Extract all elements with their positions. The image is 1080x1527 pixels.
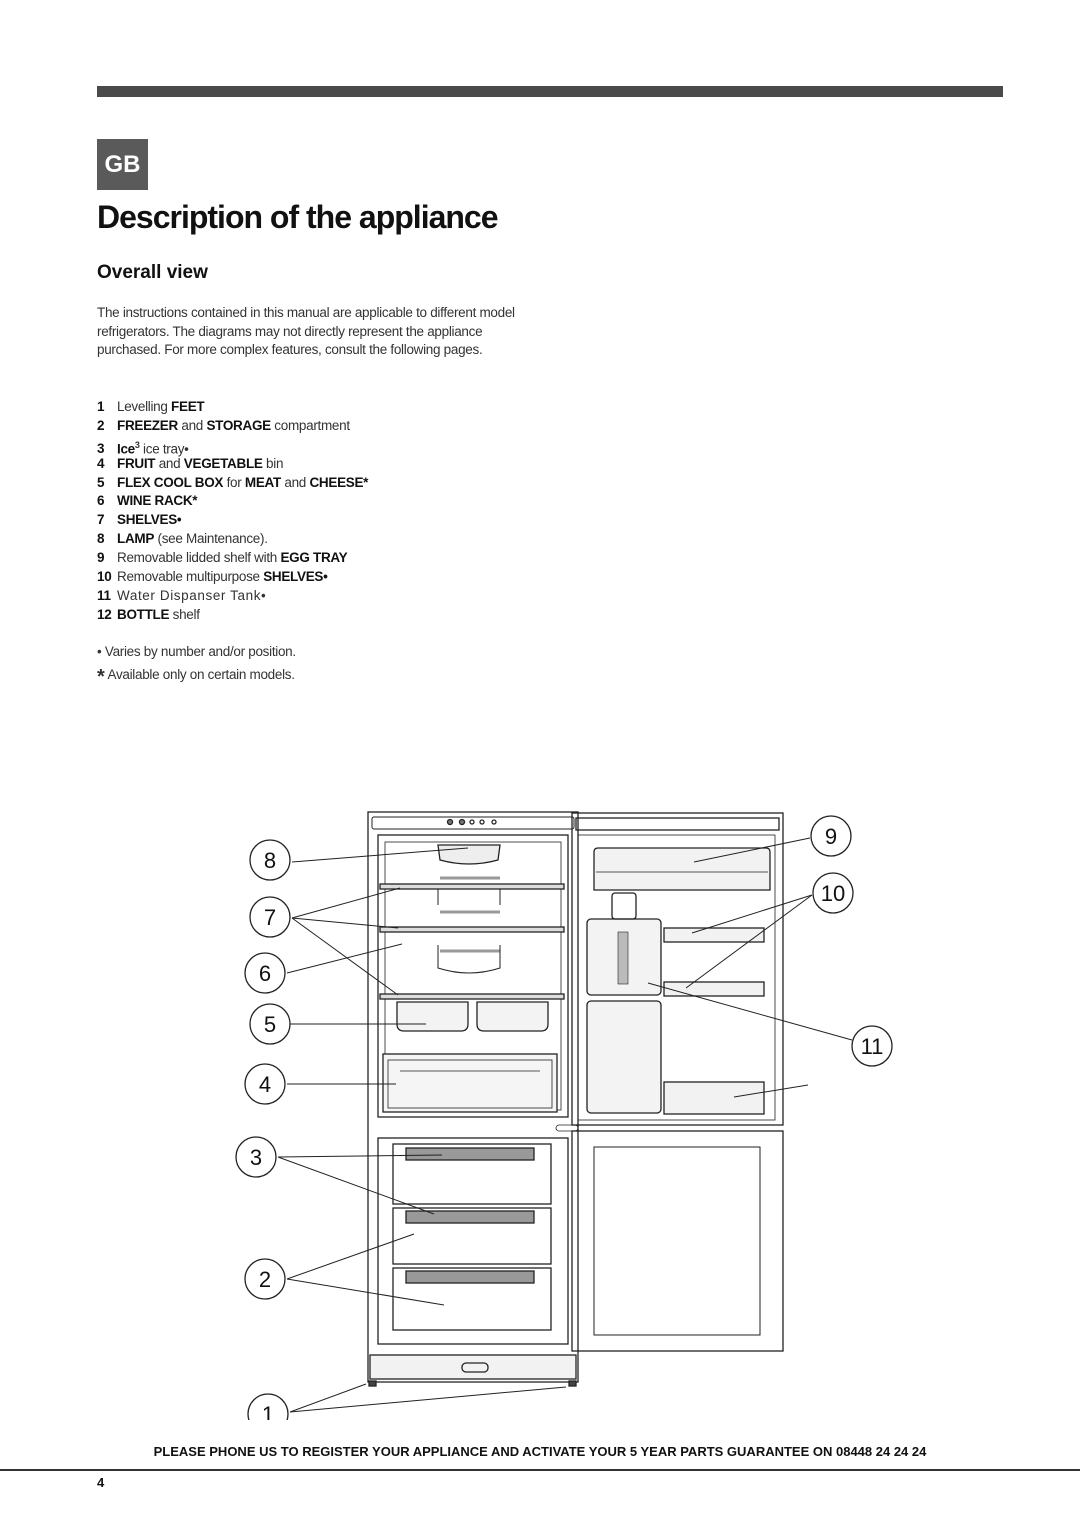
section-title: Overall view — [97, 262, 208, 283]
callout-4 — [244, 1063, 286, 1105]
freezer-drawer — [392, 1207, 552, 1265]
intro-paragraph: The instructions contained in this manua… — [97, 305, 515, 358]
egg-tray-shelf — [593, 847, 771, 891]
fridge-diagram: 8 7 6 5 4 3 2 1 9 10 11 — [235, 811, 893, 1420]
page-number: 4 — [97, 1475, 105, 1490]
callout-3 — [235, 1136, 277, 1178]
callout-11 — [851, 1025, 893, 1067]
bottle-shelf — [663, 1081, 765, 1115]
registration-footer: PLEASE PHONE US TO REGISTER YOUR APPLIAN… — [153, 1444, 927, 1459]
shelf — [379, 883, 565, 890]
note-available: *Available only on certain models. — [97, 666, 295, 688]
freezer-drawer — [392, 1143, 552, 1205]
callout-label-10: 10 — [821, 881, 845, 906]
shelf — [379, 926, 565, 933]
callout-label-6: 6 — [259, 961, 271, 986]
page-title: Description of the appliance — [97, 199, 499, 235]
callout-label-2: 2 — [259, 1267, 271, 1292]
note-varies: • Varies by number and/or position. — [97, 644, 296, 659]
callout-label-7: 7 — [264, 905, 276, 930]
freezer-door — [571, 1130, 784, 1352]
door-shelf — [663, 927, 765, 943]
footer-rule — [0, 1469, 1080, 1471]
fridge-door — [571, 812, 784, 1126]
flex-cool-box — [396, 1001, 469, 1032]
fridge-compartment — [377, 834, 569, 1118]
vegetable-bin — [382, 1053, 558, 1113]
callout-label-11: 11 — [861, 1034, 884, 1059]
callout-label-9: 9 — [825, 824, 837, 849]
callout-2 — [244, 1258, 286, 1300]
shelf — [379, 993, 565, 1000]
callout-1 — [247, 1393, 289, 1420]
asterisk-icon: * — [97, 666, 105, 688]
notes: • Varies by number and/or position. *Ava… — [97, 643, 296, 689]
callout-label-4: 4 — [259, 1072, 271, 1097]
freezer-compartment — [377, 1137, 569, 1345]
language-badge: GB — [97, 139, 148, 190]
lamp — [437, 844, 501, 865]
callout-label-1: 1 — [262, 1402, 274, 1420]
callout-9 — [810, 815, 852, 857]
callout-10 — [812, 872, 854, 914]
callout-8 — [249, 839, 291, 881]
callout-5 — [249, 1003, 291, 1045]
callout-label-5: 5 — [264, 1012, 276, 1037]
door-shelf — [663, 981, 765, 997]
header-rule — [97, 86, 1003, 97]
callout-label-3: 3 — [250, 1145, 262, 1170]
callout-label-8: 8 — [264, 848, 276, 873]
callout-6 — [244, 952, 286, 994]
freezer-drawer — [392, 1267, 552, 1331]
callout-7 — [249, 896, 291, 938]
plinth — [369, 1354, 577, 1380]
flex-cool-box — [476, 1001, 549, 1032]
